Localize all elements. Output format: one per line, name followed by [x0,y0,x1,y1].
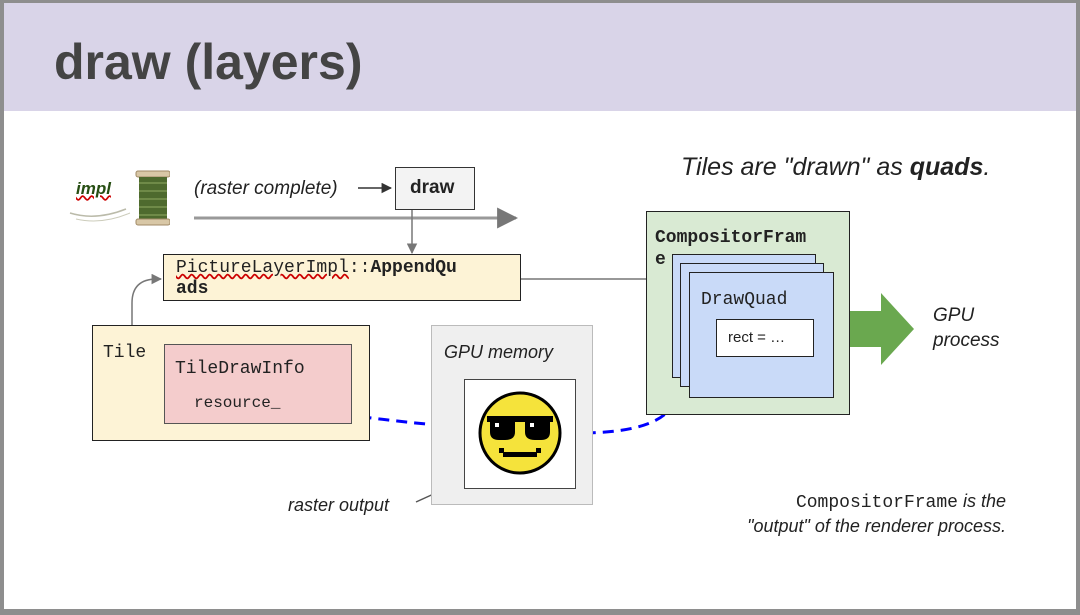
append-quads-sep: :: [348,258,371,278]
draw-box: draw [395,167,475,210]
draw-label: draw [410,177,455,198]
tiles-caption: Tiles are "drawn" as quads. [681,153,990,182]
tile-draw-info-label: TileDrawInfo [175,359,305,379]
append-quads-line-2: ads [176,279,209,299]
tiles-caption-post: . [983,153,991,181]
append-quads-line-1: PictureLayerImpl::AppendQu [176,258,457,278]
slide: draw (layers) [4,3,1076,609]
sunglasses-smiley-icon [478,391,562,475]
append-quads-class: PictureLayerImpl [176,258,349,278]
gpu-memory-label: GPU memory [444,342,554,362]
tile-to-appendquads-arrow [131,273,163,325]
impl-thread-label: impl [76,179,111,198]
tiles-caption-pre: Tiles are "drawn" as [681,153,910,181]
title-band: draw (layers) [4,3,1076,111]
raster-output-label: raster output [288,495,390,515]
footer-rest-1: is the [957,491,1006,511]
resource-label: resource_ [194,394,281,412]
compositor-frame-label-2: e [655,250,666,270]
tile-label: Tile [103,343,147,363]
draw-quad-box: DrawQuad rect = … [689,272,834,398]
raster-tile-box [464,379,576,489]
slide-title: draw (layers) [54,34,363,90]
footer-code: CompositorFrame [795,493,958,513]
gpu-process-arrow [849,293,914,365]
gpu-process-label-1: GPU [933,305,975,326]
tile-box: Tile TileDrawInfo resource_ [92,325,370,441]
append-quads-box: PictureLayerImpl::AppendQu ads [163,254,521,301]
gpu-process-label-2: process [933,330,1000,351]
tiles-caption-bold: quads [909,153,984,181]
tile-draw-info-box: TileDrawInfo resource_ [164,344,352,424]
raster-complete-label: (raster complete) [194,178,338,199]
append-quads-method-1: AppendQu [370,258,457,278]
thread-spool-icon [69,170,170,226]
footer-line-1: CompositorFrame is the [796,491,1006,513]
draw-quad-label: DrawQuad [701,290,788,310]
gpu-memory-box: GPU memory [431,325,593,505]
footer-line-2: "output" of the renderer process. [747,516,1006,536]
rect-box: rect = … [716,319,814,357]
compositor-frame-label-1: CompositorFram [655,228,807,248]
rect-label: rect = … [728,329,786,346]
